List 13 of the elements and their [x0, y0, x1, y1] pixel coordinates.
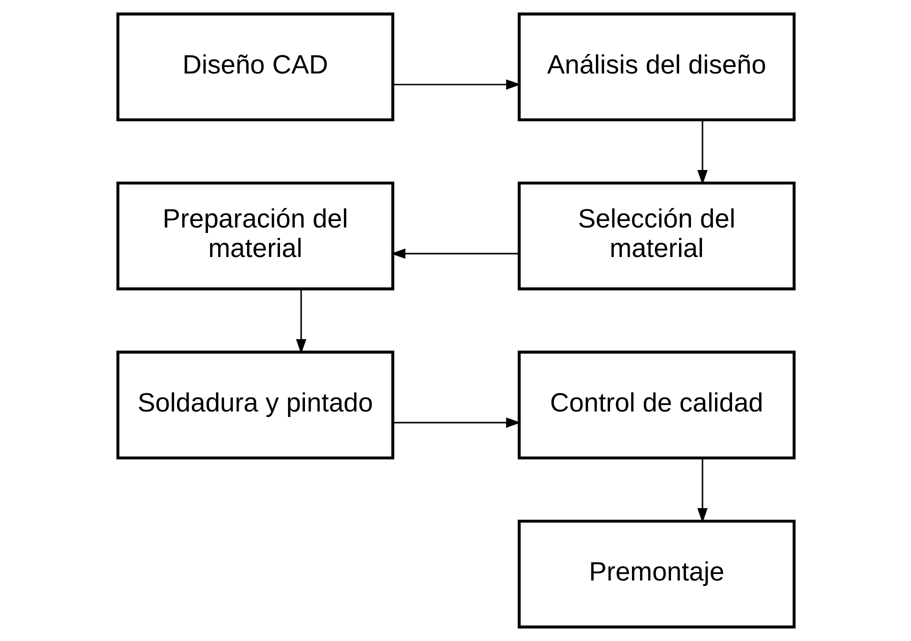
node-box: Control de calidad [517, 350, 796, 460]
node-box: Selección del material [517, 182, 796, 290]
arrow [696, 458, 708, 523]
arrow [696, 120, 708, 185]
node-box: Preparación del material [116, 182, 394, 290]
node-box: Análisis del diseño [517, 12, 796, 122]
arrow [392, 418, 520, 428]
node-box: Diseño CAD [116, 12, 394, 122]
arrow [390, 248, 518, 259]
node-box: Premontaje [517, 520, 796, 628]
arrow [296, 289, 306, 354]
arrow [392, 79, 520, 90]
node-box: Soldadura y pintado [116, 350, 394, 460]
